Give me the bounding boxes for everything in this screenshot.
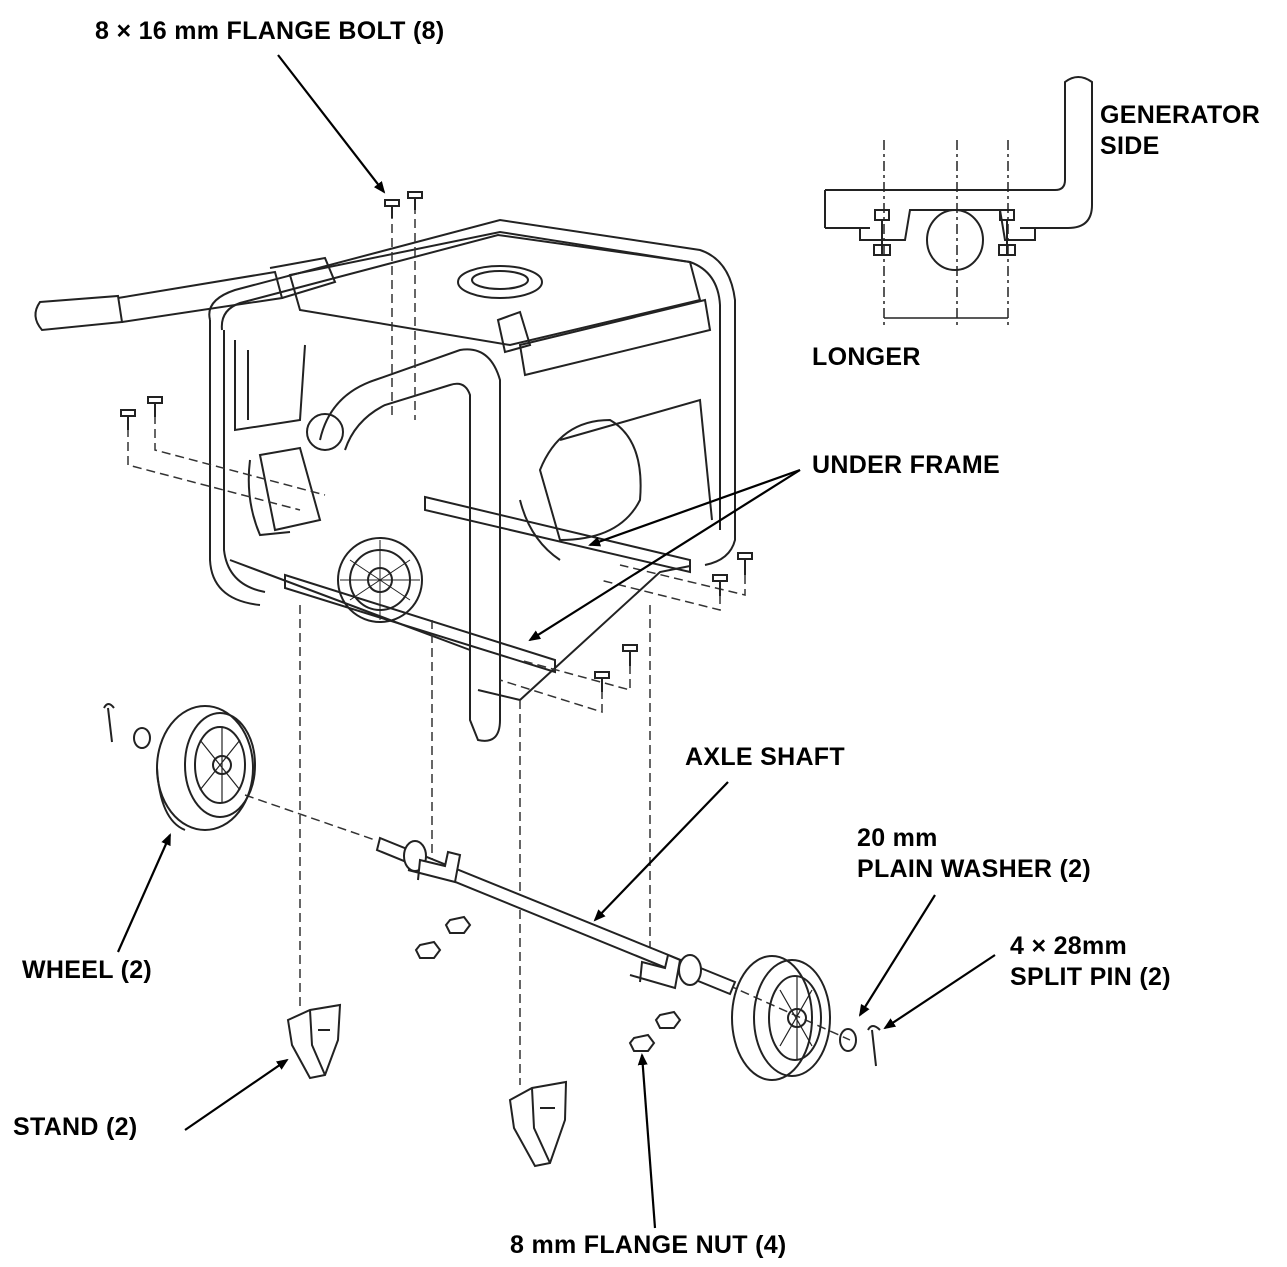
flange-nuts bbox=[414, 915, 682, 1052]
fuel-cap bbox=[457, 265, 543, 299]
alternator bbox=[538, 418, 642, 542]
generator-body bbox=[34, 218, 736, 742]
flange-bolt bbox=[407, 191, 423, 210]
flange-bolt bbox=[120, 409, 136, 430]
flange-nut bbox=[628, 1033, 656, 1052]
flange-bolt bbox=[712, 574, 728, 596]
arrow-flange-bolt bbox=[277, 54, 386, 194]
wheel-right bbox=[731, 955, 831, 1081]
inset-detail bbox=[824, 76, 1093, 325]
frame-u-tube bbox=[319, 348, 501, 742]
label-wheel: WHEEL (2) bbox=[22, 956, 153, 984]
stand-right bbox=[508, 1080, 568, 1168]
axle-bracket bbox=[407, 850, 462, 884]
leader-arrows bbox=[116, 54, 996, 1229]
label-split-pin-line2: SPLIT PIN (2) bbox=[1010, 963, 1171, 991]
label-flange-bolt: 8 × 16 mm FLANGE BOLT (8) bbox=[95, 17, 445, 45]
hardware-small bbox=[103, 703, 881, 1067]
flange-bolt-group bbox=[120, 191, 753, 692]
wheel-left bbox=[156, 705, 256, 831]
alignment-lines bbox=[127, 205, 851, 1085]
arrow-stand bbox=[184, 1058, 289, 1131]
axle-bracket bbox=[629, 953, 682, 990]
flange-bolt bbox=[384, 199, 400, 218]
arrow-split-pin bbox=[883, 954, 996, 1030]
fuel-tank bbox=[288, 230, 702, 347]
label-longer: LONGER bbox=[812, 343, 921, 371]
arrow-axle-shaft bbox=[593, 781, 729, 922]
flange-nut bbox=[414, 940, 442, 959]
under-frame-rail-front bbox=[284, 573, 556, 674]
plain-washer bbox=[133, 727, 151, 749]
flange-nut bbox=[654, 1010, 682, 1029]
recoil-starter bbox=[258, 446, 322, 532]
under-frame-rail-rear bbox=[424, 495, 691, 574]
stands bbox=[286, 1003, 568, 1168]
flange-bolt bbox=[737, 552, 753, 575]
flange-bolt bbox=[594, 671, 610, 692]
stand-left bbox=[286, 1003, 342, 1080]
arrow-under-frame-2 bbox=[528, 469, 801, 642]
engine-fan bbox=[337, 537, 423, 623]
label-stand: STAND (2) bbox=[13, 1113, 138, 1141]
label-split-pin-line1: 4 × 28mm bbox=[1010, 932, 1128, 960]
inset-bolt-right bbox=[998, 209, 1016, 256]
plain-washer bbox=[839, 1028, 857, 1052]
inset-bolt-left bbox=[873, 209, 891, 256]
label-plain-washer-line1: 20 mm bbox=[857, 824, 938, 852]
label-flange-nut: 8 mm FLANGE NUT (4) bbox=[510, 1231, 787, 1259]
arrow-under-frame-1 bbox=[588, 468, 801, 547]
label-plain-washer-line2: PLAIN WASHER (2) bbox=[857, 855, 1091, 883]
handle-grip bbox=[34, 294, 124, 332]
axle-shaft bbox=[375, 836, 737, 996]
handle-bar bbox=[117, 270, 284, 323]
frame-outer bbox=[208, 218, 736, 566]
flange-nut bbox=[444, 915, 472, 934]
arrow-wheel bbox=[116, 833, 172, 953]
flange-bolt bbox=[147, 396, 163, 417]
split-pin bbox=[103, 703, 115, 743]
split-pin bbox=[867, 1025, 881, 1067]
label-under-frame: UNDER FRAME bbox=[812, 451, 1001, 479]
arrow-flange-nut bbox=[637, 1053, 657, 1229]
arrow-plain-washer bbox=[858, 894, 936, 1017]
label-axle-shaft: AXLE SHAFT bbox=[685, 743, 845, 771]
label-generator-side-line1: GENERATOR bbox=[1100, 101, 1261, 129]
inset-frame-tube bbox=[825, 76, 1093, 229]
flange-bolt bbox=[622, 644, 638, 666]
label-generator-side-line2: SIDE bbox=[1100, 132, 1160, 160]
